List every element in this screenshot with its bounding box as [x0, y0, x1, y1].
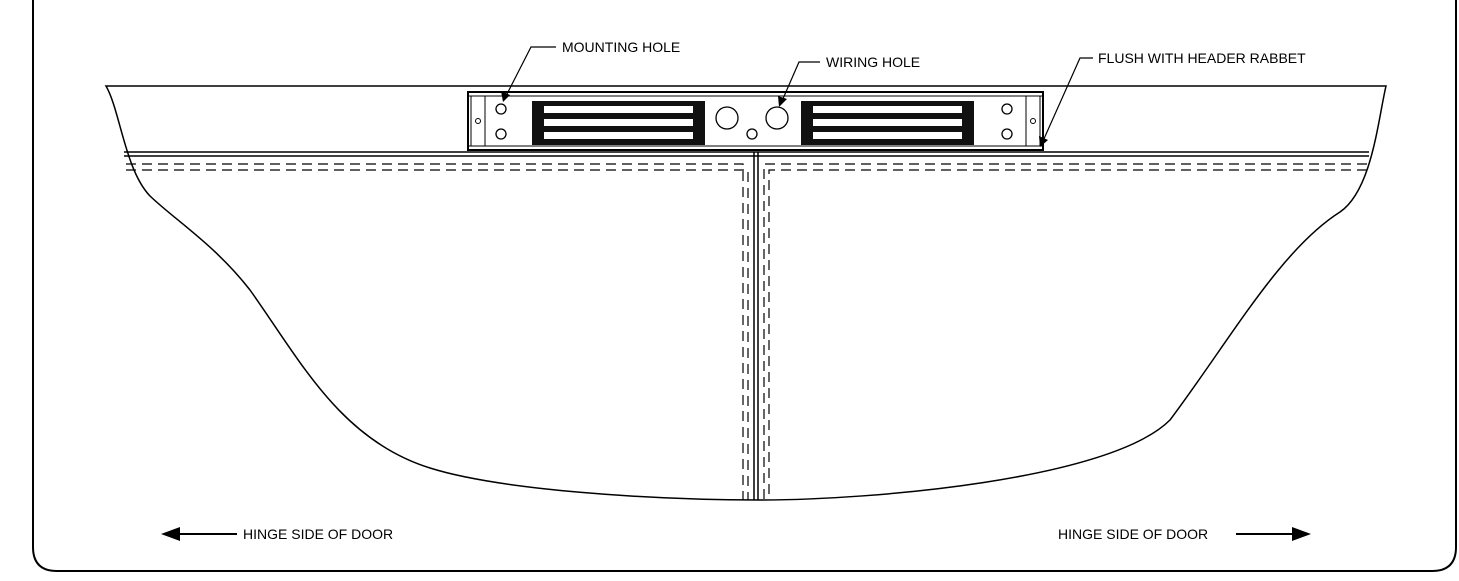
hinge-left-arrowhead-icon: [161, 527, 180, 541]
mounting-hole-icon: [1001, 103, 1013, 115]
mounting-hole-arrowhead: [501, 91, 510, 102]
right-magnet: [801, 101, 974, 145]
flush-arrowhead: [1039, 136, 1048, 147]
hinge-right-label: HINGE SIDE OF DOOR: [1058, 526, 1208, 542]
hinge-right-arrowhead-icon: [1292, 527, 1311, 541]
small-hole-icon: [746, 128, 758, 140]
left-door-dashed-edge: [126, 163, 744, 500]
flush-label: FLUSH WITH HEADER RABBET: [1098, 50, 1306, 66]
mounting-hole-label: MOUNTING HOLE: [562, 39, 680, 55]
mounting-hole-leader: [505, 46, 556, 97]
flush-leader: [1042, 57, 1093, 142]
left-door-dashed-edge-2: [126, 169, 749, 500]
wiring-hole-label: WIRING HOLE: [826, 54, 920, 70]
wiring-hole-icon: [715, 106, 739, 130]
right-bracket-screw-icon: [1030, 118, 1036, 124]
mounting-hole-icon: [1001, 128, 1013, 140]
left-bracket: [470, 95, 486, 147]
mounting-hole-icon: [495, 103, 507, 115]
hinge-left-label: HINGE SIDE OF DOOR: [243, 526, 393, 542]
left-bracket-screw-icon: [475, 118, 481, 124]
mounting-hole-icon: [495, 128, 507, 140]
left-magnet: [532, 101, 705, 145]
right-door-dashed-edge-2: [768, 169, 1367, 500]
wiring-hole-icon: [765, 106, 789, 130]
frame-border: [32, 0, 1457, 572]
right-bracket: [1025, 95, 1041, 147]
wiring-hole-arrowhead: [778, 96, 787, 107]
door-header-outline: [104, 85, 1387, 501]
wiring-hole-leader: [781, 61, 820, 102]
right-door-dashed-edge: [763, 163, 1367, 500]
